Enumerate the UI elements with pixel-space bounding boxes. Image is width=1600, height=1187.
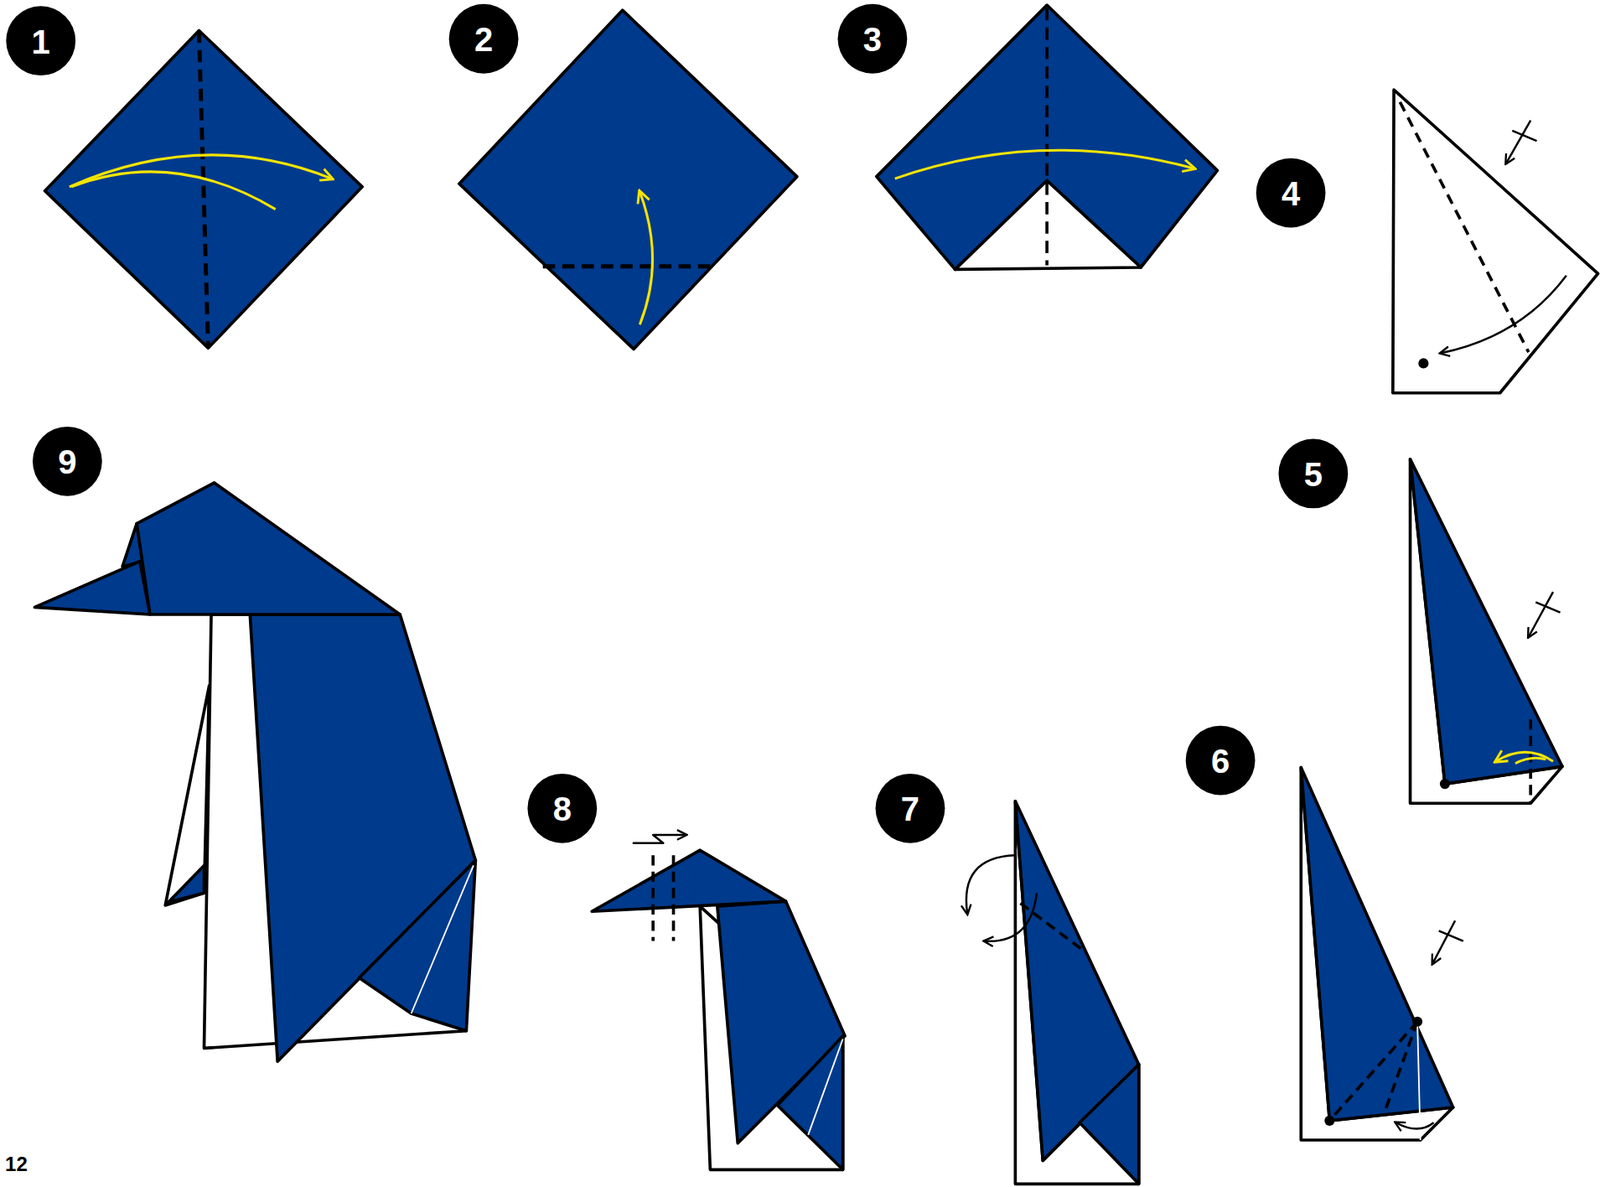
step-number: 2 [474,22,493,57]
step-number: 1 [31,25,51,59]
page-number: 12 [5,1154,28,1175]
step-number: 5 [1304,457,1323,492]
step-number: 7 [900,792,920,826]
step-number: 3 [863,22,882,57]
step-number: 9 [57,445,77,479]
step-number: 4 [1281,176,1300,211]
step-number: 8 [553,792,572,826]
step-number: 6 [1211,744,1230,778]
